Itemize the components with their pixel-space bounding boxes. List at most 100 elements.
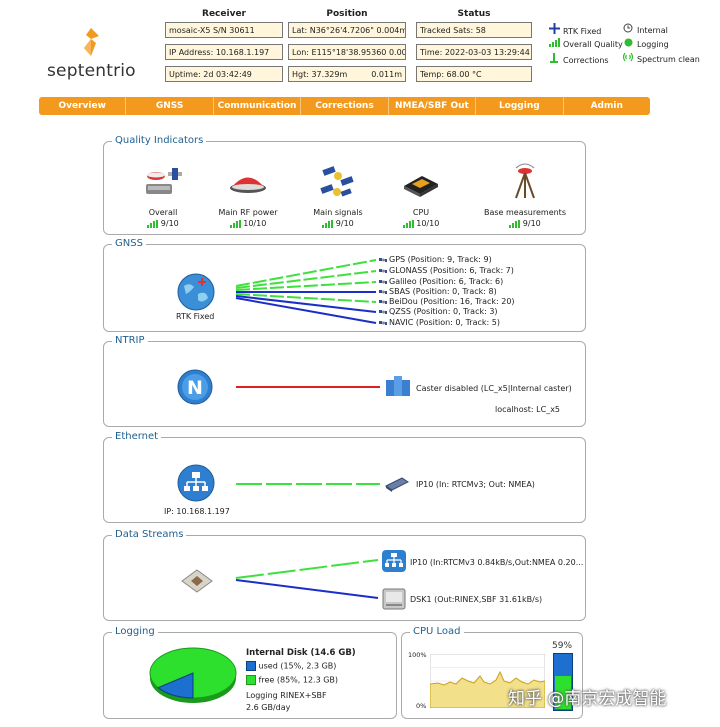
septentrio-logo-icon <box>84 28 99 56</box>
gnss-status-label: RTK Fixed <box>176 312 215 321</box>
status-heading: Status <box>457 9 491 19</box>
ntrip-caster-status: Caster disabled (LC_x5|Internal caster) <box>416 384 572 393</box>
ntrip-panel-title: NTRIP <box>112 335 148 347</box>
legend-internal-label: Internal <box>637 26 668 35</box>
cpu-gauge-fill <box>555 675 571 709</box>
nav-corrections[interactable]: Corrections <box>301 97 389 115</box>
nav-logging[interactable]: Logging <box>476 97 564 115</box>
gnss-sbas[interactable]: SBAS (Position: 0, Track: 8) <box>389 287 497 296</box>
satellite-icon <box>379 290 387 294</box>
port-device-icon <box>385 477 409 492</box>
nav-gnss[interactable]: GNSS <box>126 97 214 115</box>
ethernet-port[interactable]: IP10 (In: RTCMv3; Out: NMEA) <box>416 480 535 489</box>
gnss-panel-title: GNSS <box>112 238 146 250</box>
streams-panel: Data Streams <box>103 529 586 621</box>
quality-main-signals[interactable]: Main signals 9/10 <box>293 162 383 228</box>
quality-cpu-label: CPU <box>412 208 430 217</box>
network-icon <box>382 550 406 572</box>
signal-bars-icon <box>402 220 414 228</box>
position-lon: Lon: E115°18'38.95360 0.003m <box>288 44 406 60</box>
receiver-model: mosaic-X5 S/N 30611 <box>165 22 283 38</box>
quality-main-signals-score-value: 9/10 <box>335 219 354 228</box>
satellite-icon <box>379 280 387 284</box>
quality-cpu[interactable]: CPU 10/10 <box>376 162 466 228</box>
quality-cpu-score-value: 10/10 <box>416 219 440 228</box>
gnss-qzss[interactable]: QZSS (Position: 0, Track: 3) <box>389 307 498 316</box>
satellite-icon <box>379 269 387 273</box>
clock-icon <box>622 23 634 35</box>
caster-servers-icon <box>386 376 410 396</box>
globe-icon <box>177 273 215 311</box>
gnss-beidou[interactable]: BeiDou (Position: 16, Track: 20) <box>389 297 515 306</box>
nav-nmea-sbf-out[interactable]: NMEA/SBF Out <box>389 97 477 115</box>
disk-used-label: used (15%, 2.3 GB) <box>258 661 337 671</box>
quality-overall[interactable]: Overall 9/10 <box>118 162 208 228</box>
disk-usage-pie <box>149 647 237 703</box>
receiver-satellite-icon <box>146 168 182 194</box>
ntrip-link-line <box>236 386 380 388</box>
legend-corrections: Corrections <box>548 52 609 65</box>
base-station-tripod-icon <box>515 163 535 199</box>
legend-quality-label: Overall Quality <box>563 40 623 49</box>
gnss-gps[interactable]: GPS (Position: 9, Track: 9) <box>389 255 492 264</box>
gnss-glonass[interactable]: GLONASS (Position: 6, Track: 7) <box>389 266 514 275</box>
antenna-dome-icon <box>230 177 266 193</box>
green-dot-icon <box>622 38 634 49</box>
legend-spectrum: Spectrum clean <box>622 52 700 64</box>
quality-overall-score-value: 9/10 <box>160 219 179 228</box>
satellite-icon <box>379 258 387 262</box>
disk-free-legend: free (85%, 12.3 GB) <box>246 675 338 685</box>
quality-main-signals-label: Main signals <box>313 208 363 217</box>
ntrip-host: localhost: LC_x5 <box>495 405 561 414</box>
quality-rf-power[interactable]: Main RF power 10/10 <box>203 162 293 228</box>
cpu-axis-bottom: 0% <box>416 702 427 710</box>
gnss-navic[interactable]: NAVIC (Position: 0, Track: 5) <box>389 318 500 327</box>
legend-quality: Overall Quality <box>548 38 623 49</box>
status-temp: Temp: 68.00 °C <box>416 66 532 82</box>
streams-panel-title: Data Streams <box>112 529 187 541</box>
main-nav: Overview GNSS Communication Corrections … <box>39 97 650 115</box>
quality-base-measurements-label: Base measurements <box>483 208 566 217</box>
quality-base-measurements[interactable]: Base measurements 9/10 <box>480 162 570 228</box>
cpu-panel-title: CPU Load <box>410 626 464 638</box>
network-icon[interactable] <box>176 463 216 503</box>
disk-used-legend: used (15%, 2.3 GB) <box>246 661 336 671</box>
pie-used-slice <box>157 672 194 699</box>
used-swatch <box>246 661 256 671</box>
position-lat: Lat: N36°26'4.7206" 0.004m <box>288 22 406 38</box>
quality-rf-power-score-value: 10/10 <box>243 219 267 228</box>
disk-drive-icon <box>382 588 406 610</box>
ethernet-link-line <box>236 483 380 485</box>
position-hgt-error: 0.011m <box>371 70 402 79</box>
gnss-galileo[interactable]: Galileo (Position: 6, Track: 6) <box>389 277 504 286</box>
legend-rtk-label: RTK Fixed <box>563 27 602 36</box>
receiver-module-icon <box>181 569 213 593</box>
quality-cpu-score: 10/10 <box>376 219 466 228</box>
signal-bars-icon <box>229 220 241 228</box>
receiver-ip: IP Address: 10.168.1.197 <box>165 44 283 60</box>
legend-rtk: RTK Fixed <box>548 23 601 36</box>
stream-ip10[interactable]: IP10 (In:RTCMv3 0.84kB/s,Out:NMEA 0.20..… <box>410 558 584 567</box>
legend-spectrum-label: Spectrum clean <box>637 55 700 64</box>
status-tracked-sats: Tracked Sats: 58 <box>416 22 532 38</box>
nav-overview[interactable]: Overview <box>39 97 127 115</box>
satellites-icon <box>320 166 354 197</box>
disk-title: Internal Disk (14.6 GB) <box>246 648 356 658</box>
cpu-percent-label: 59% <box>552 641 573 651</box>
legend-logging: Logging <box>622 38 669 49</box>
quality-rf-power-score: 10/10 <box>203 219 293 228</box>
cpu-chip-icon <box>404 176 438 197</box>
cpu-load-chart <box>430 654 545 708</box>
logging-panel-title: Logging <box>112 626 158 638</box>
legend-internal: Internal <box>622 23 668 35</box>
satellite-icon <box>379 321 387 325</box>
quality-overall-score: 9/10 <box>118 219 208 228</box>
ethernet-ip: IP: 10.168.1.197 <box>164 507 230 516</box>
stream-dsk1[interactable]: DSK1 (Out:RINEX,SBF 31.61kB/s) <box>410 595 543 604</box>
satellite-cross-icon <box>548 23 560 36</box>
position-heading: Position <box>326 9 368 19</box>
signal-bars-icon <box>147 220 159 228</box>
nav-communication[interactable]: Communication <box>214 97 302 115</box>
nav-admin[interactable]: Admin <box>590 101 623 111</box>
ntrip-icon[interactable]: N <box>176 368 214 406</box>
